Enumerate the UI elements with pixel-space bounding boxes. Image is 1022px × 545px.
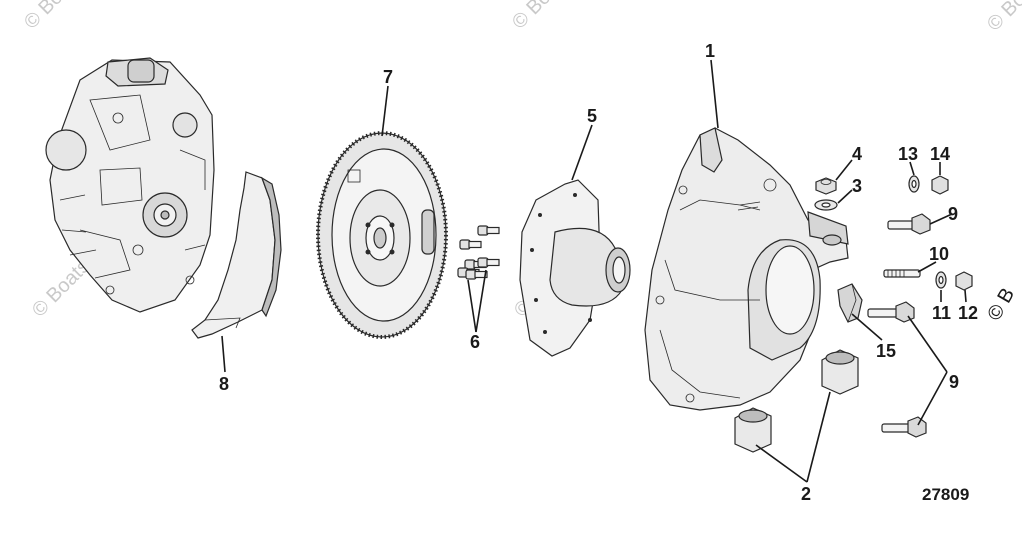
watermark-top-right: © Boats.net [983, 0, 1022, 36]
callout-10: 10 [929, 244, 949, 264]
leader-lines [221, 59, 967, 483]
callout-9-lower: 9 [949, 372, 959, 392]
callout-8: 8 [219, 374, 229, 394]
washer-part-3 [814, 199, 838, 211]
watermark-top-center: © Boats.net [508, 0, 598, 34]
bolts-part-6 [457, 225, 500, 280]
nut-part-12 [955, 271, 973, 291]
bolt-part-9-lower [881, 416, 927, 438]
drive-coupler-part-5 [519, 179, 631, 357]
callout-1: 1 [705, 41, 715, 61]
callout-13: 13 [898, 144, 918, 164]
washer-part-11 [935, 271, 947, 289]
watermark-top-left: © Boats.net [20, 0, 110, 34]
callout-6: 6 [470, 332, 480, 352]
washer-part-13 [908, 175, 920, 193]
callout-5: 5 [587, 106, 597, 126]
flywheel-shield-part-8 [191, 171, 282, 339]
figure-number: 27809 [922, 485, 969, 504]
callout-7: 7 [383, 67, 393, 87]
flywheel-part-7 [316, 131, 448, 339]
callout-11: 11 [932, 303, 951, 323]
bell-housing-part-1 [644, 127, 849, 411]
callout-9-upper: 9 [948, 204, 958, 224]
callout-15: 15 [876, 341, 896, 361]
callouts: 1 2 3 4 5 6 7 8 9 9 10 11 12 13 14 15 [219, 41, 978, 504]
callout-2: 2 [801, 484, 811, 504]
copyright-mark: © B [983, 284, 1019, 324]
nut-part-14 [931, 175, 949, 195]
stud-part-10 [883, 269, 921, 278]
callout-14: 14 [930, 144, 950, 164]
engine-mounts-part-2 [734, 349, 859, 453]
bolt-part-9-upper [887, 213, 931, 235]
callout-12: 12 [958, 303, 978, 323]
bracket-part-15 [837, 283, 863, 323]
nut-part-4 [815, 177, 837, 195]
callout-4: 4 [852, 144, 862, 164]
engine-block [45, 57, 215, 313]
bolt-part-9-middle [867, 301, 915, 323]
callout-3: 3 [852, 176, 862, 196]
